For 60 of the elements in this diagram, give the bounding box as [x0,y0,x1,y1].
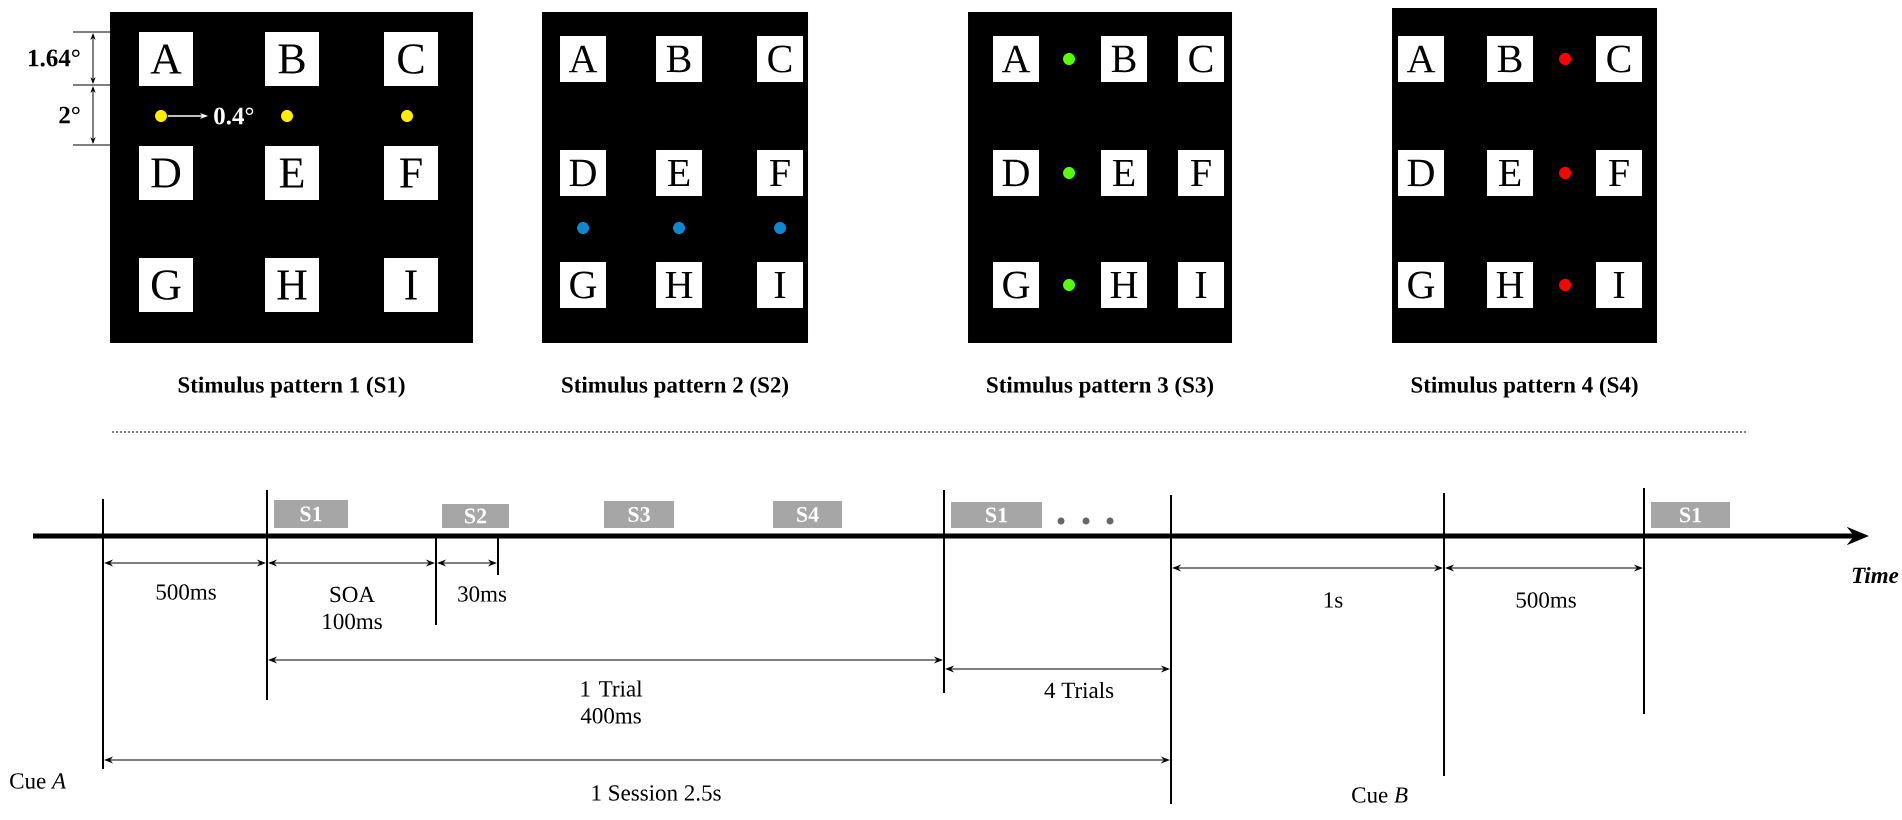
label-text: 1 Trial 400ms [580,680,643,724]
label-text: 30ms [458,586,507,602]
letter-box: F [1178,150,1224,196]
label-text: 1s [1324,592,1343,608]
stimulus-box: S4 [773,501,842,528]
panel-caption: Stimulus pattern 3 (S3) [987,376,1214,398]
letter-box: B [656,36,702,82]
letter-box: B [1487,36,1533,82]
letter-box: G [993,262,1039,308]
label-text: 4 Trials [1044,681,1114,699]
panel-caption: Stimulus pattern 1 (S1) [178,376,405,398]
letter-box: G [139,258,193,312]
letter-box: H [1487,262,1533,308]
letter-box: F [1596,150,1642,196]
letter-box: G [560,262,606,308]
label-text: 1 Session 2.5s [592,785,721,801]
letter-box: E [656,150,702,196]
label-text: Cue A [10,773,67,789]
letter-box: E [1487,150,1533,196]
letter-box: A [139,32,193,86]
letter-box: B [265,32,319,86]
panel-caption: Stimulus pattern 4 (S4) [1411,376,1638,398]
letter-box: E [1101,150,1147,196]
letter-box: A [993,36,1039,82]
letter-box: C [1178,36,1224,82]
label-text: Cue B [1352,787,1408,803]
letter-box: A [1398,36,1444,82]
letter-box: I [1596,262,1642,308]
stimulus-box: S1 [951,502,1042,528]
label-text: 1.64° [29,49,80,67]
letter-box: D [993,150,1039,196]
letter-box: D [560,150,606,196]
letter-box: H [265,258,319,312]
letter-box: D [139,146,193,200]
letter-box: E [265,146,319,200]
label-text: Time [1852,566,1899,584]
letter-box: I [384,258,438,312]
label-text: 500ms [1516,592,1576,608]
letter-box: B [1101,36,1147,82]
letter-box: I [1178,262,1224,308]
letter-box: F [757,150,803,196]
letter-box: D [1398,150,1444,196]
label-text: 0.4° [214,107,254,125]
stimulus-box: S1 [1651,502,1730,528]
letter-box: C [384,32,438,86]
panel-caption: Stimulus pattern 2 (S2) [562,376,789,398]
stimulus-box: S3 [604,501,674,528]
label-text: 500ms [156,584,216,600]
letter-box: C [757,36,803,82]
label-text: SOA 100ms [323,586,382,630]
stimulus-box: S1 [274,500,348,528]
letter-box: C [1596,36,1642,82]
letter-box: H [656,262,702,308]
letter-box: A [560,36,606,82]
letter-box: I [757,262,803,308]
label-text: 2° [59,106,80,124]
letter-box: F [384,146,438,200]
stimulus-box: S2 [442,504,509,528]
letter-box: H [1101,262,1147,308]
letter-box: G [1398,262,1444,308]
